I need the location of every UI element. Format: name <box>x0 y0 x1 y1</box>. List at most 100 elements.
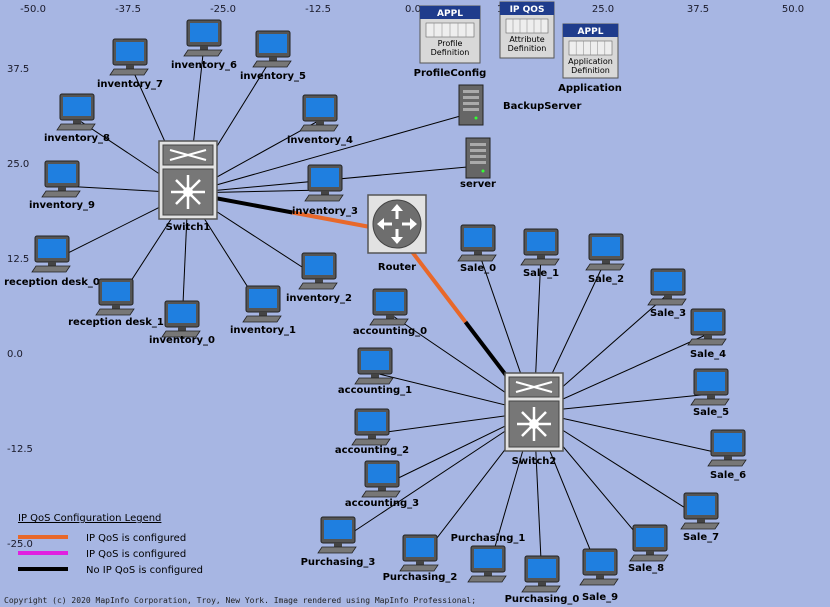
node-purchasing-1[interactable]: Purchasing_1 <box>451 533 526 583</box>
monitor-screen <box>654 272 682 291</box>
y-axis-tick-label: 37.5 <box>7 64 29 75</box>
node-sale-4[interactable]: Sale_4 <box>687 308 727 360</box>
node-server[interactable]: server <box>460 137 496 190</box>
config-text: Application <box>568 57 613 66</box>
node-router[interactable]: Router <box>367 194 427 273</box>
keyboard-icon <box>690 398 730 406</box>
node-label: Sale_1 <box>523 268 559 279</box>
monitor-stand <box>596 575 604 579</box>
monitor-stand <box>126 65 134 69</box>
config-text: Definition <box>571 66 610 75</box>
node-label: Purchasing_0 <box>505 594 580 605</box>
node-reception-desk-0[interactable]: reception desk_0 <box>4 235 100 288</box>
keyboard-icon <box>520 258 560 266</box>
monitor-screen <box>102 282 130 301</box>
node-accounting-2[interactable]: accounting_2 <box>335 408 409 456</box>
config-header-text: APPL <box>578 27 604 37</box>
node-inventory-5[interactable]: inventory_5 <box>240 30 306 82</box>
node-label: Switch2 <box>512 456 557 467</box>
node-sale-7[interactable]: Sale_7 <box>680 492 720 543</box>
node-accounting-0[interactable]: accounting_0 <box>353 288 427 337</box>
axis-layer: -50.0-37.5-25.0-12.50.012.525.037.550.03… <box>7 4 804 550</box>
monitor-screen <box>714 433 742 452</box>
x-axis-tick-label: 25.0 <box>592 4 614 15</box>
node-label: inventory_2 <box>286 293 352 304</box>
node-inventory-6[interactable]: inventory_6 <box>171 19 237 71</box>
x-axis-tick-label: -37.5 <box>115 4 141 15</box>
node-inventory-7[interactable]: inventory_7 <box>97 38 163 90</box>
keyboard-icon <box>242 315 282 323</box>
node-purchasing-0[interactable]: Purchasing_0 <box>505 555 580 605</box>
y-axis-tick-label: -12.5 <box>7 444 33 455</box>
monitor-stand <box>259 312 267 316</box>
node-inventory-4[interactable]: inventory_4 <box>287 94 353 146</box>
node-label: Sale_5 <box>693 407 729 418</box>
node-purchasing-2[interactable]: Purchasing_2 <box>383 534 458 583</box>
config-text: Definition <box>431 48 470 57</box>
x-axis-tick-label: -25.0 <box>210 4 236 15</box>
node-label: Switch1 <box>166 222 211 233</box>
node-sale-9[interactable]: Sale_9 <box>579 548 619 603</box>
node-inventory-1[interactable]: inventory_1 <box>230 285 296 336</box>
config-text: Attribute <box>509 35 544 44</box>
node-inventory-3[interactable]: inventory_3 <box>292 164 358 217</box>
node-sale-6[interactable]: Sale_6 <box>707 429 747 481</box>
node-label: Sale_7 <box>683 532 719 543</box>
node-sale-2[interactable]: Sale_2 <box>585 233 625 285</box>
node-label: inventory_0 <box>149 335 215 346</box>
node-label: accounting_1 <box>338 385 412 396</box>
node-sale-5[interactable]: Sale_5 <box>690 368 730 418</box>
node-label: server <box>460 179 496 190</box>
monitor-stand <box>368 435 376 439</box>
config-header-text: IP QOS <box>510 5 545 15</box>
y-axis-tick-label: 25.0 <box>7 159 29 170</box>
node-sale-3[interactable]: Sale_3 <box>647 268 687 319</box>
monitor-stand <box>484 572 492 576</box>
node-inventory-9[interactable]: inventory_9 <box>29 160 95 211</box>
keyboard-icon <box>304 194 344 202</box>
node-switch2[interactable]: Switch2 <box>504 372 564 467</box>
link[interactable] <box>337 411 535 543</box>
monitor-stand <box>316 121 324 125</box>
monitor-screen <box>38 239 66 258</box>
node-sale-0[interactable]: Sale_0 <box>457 224 497 274</box>
keyboard-icon <box>521 585 561 593</box>
monitor-screen <box>249 289 277 308</box>
config-header-text: APPL <box>437 9 463 19</box>
monitor-stand <box>537 255 545 259</box>
node-inventory-2[interactable]: inventory_2 <box>286 252 352 304</box>
keyboard-icon <box>31 265 71 273</box>
keyboard-icon <box>252 60 292 68</box>
monitor-stand <box>334 543 342 547</box>
monitor-screen <box>116 42 144 61</box>
node-purchasing-3[interactable]: Purchasing_3 <box>301 516 376 568</box>
keyboard-icon <box>369 318 409 326</box>
node-reception-desk-1[interactable]: reception desk_1 <box>68 278 164 328</box>
node-inventory-8[interactable]: inventory_8 <box>44 93 110 144</box>
node-switch1[interactable]: Switch1 <box>158 140 218 233</box>
monitor-stand <box>724 456 732 460</box>
node-sale-1[interactable]: Sale_1 <box>520 228 560 279</box>
monitor-stand <box>386 315 394 319</box>
monitor-stand <box>315 279 323 283</box>
y-axis-tick-label: 0.0 <box>7 349 23 360</box>
node-backup-server[interactable]: BackupServer <box>458 84 581 126</box>
keyboard-icon <box>579 578 619 586</box>
node-inventory-0[interactable]: inventory_0 <box>149 300 215 346</box>
node-sale-8[interactable]: Sale_8 <box>628 524 669 574</box>
node-label: Sale_2 <box>588 274 624 285</box>
monitor-screen <box>306 98 334 117</box>
node-accounting-3[interactable]: accounting_3 <box>345 460 419 509</box>
keyboard-icon <box>647 298 687 306</box>
node-label: Purchasing_2 <box>383 572 458 583</box>
node-accounting-1[interactable]: accounting_1 <box>338 347 412 396</box>
link[interactable] <box>533 411 729 456</box>
monitor-screen <box>586 552 614 571</box>
monitor-stand <box>602 260 610 264</box>
link[interactable] <box>187 112 472 194</box>
